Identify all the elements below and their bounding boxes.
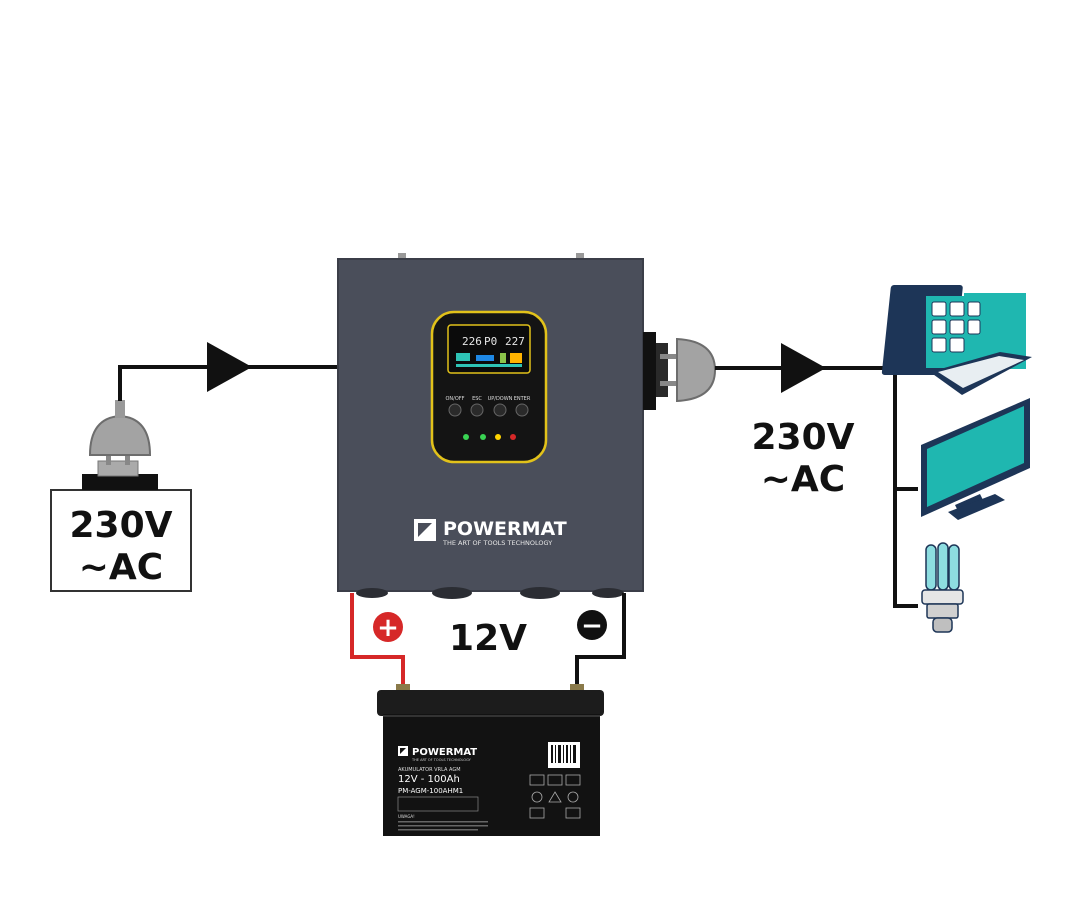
input-arrow-icon (207, 342, 252, 392)
esc-button[interactable] (470, 403, 484, 417)
inverter-brand: POWERMAT (443, 518, 567, 540)
status-led-yellow (495, 434, 501, 440)
minus-symbol: − (581, 611, 603, 641)
enter-button[interactable] (515, 403, 529, 417)
battery-line3: PM-AGM-100AHM1 (398, 787, 463, 795)
inverter-control-panel: 226 P0 227 ON/OFF ESC UP/DOWN ENTER (430, 310, 548, 464)
lcd-left-reading: 226 (462, 335, 482, 348)
button-label-onoff: ON/OFF (445, 396, 464, 402)
positive-terminal-icon: + (373, 612, 403, 643)
button-label-enter: ENTER (514, 396, 531, 402)
input-source-box: 230V ~AC (50, 489, 192, 592)
input-wire (118, 365, 338, 401)
status-led-green (463, 434, 469, 440)
inverter-logo: POWERMAT THE ART OF TOOLS TECHNOLOGY (414, 518, 567, 547)
battery-warning-heading: UWAGA! (398, 814, 415, 819)
lcd-mid-reading: P0 (484, 335, 497, 348)
negative-terminal-icon: − (577, 610, 607, 641)
battery-voltage-label: 12V (449, 618, 527, 659)
output-arrow-icon (781, 343, 826, 393)
negative-wire (575, 593, 626, 690)
lcd-right-reading: 227 (505, 335, 525, 348)
onoff-button[interactable] (448, 403, 462, 417)
button-label-esc: ESC (472, 396, 482, 402)
status-led-green-2 (480, 434, 486, 440)
battery-brand: POWERMAT (412, 747, 477, 758)
updown-button[interactable] (493, 403, 507, 417)
barcode-icon (548, 742, 580, 768)
laptop-icon (881, 285, 1032, 395)
output-type-label: ~AC (761, 459, 845, 500)
inverter-unit: 226 P0 227 ON/OFF ESC UP/DOWN ENTER (337, 253, 644, 599)
monitor-icon (921, 398, 1030, 520)
output-branch-wire (893, 368, 918, 608)
bulb-icon (921, 542, 964, 633)
battery-unit: POWERMAT THE ART OF TOOLS TECHNOLOGY AKU… (377, 684, 604, 836)
battery-warning-symbols-icon (529, 774, 581, 819)
positive-wire (350, 593, 405, 690)
button-label-updown: UP/DOWN (488, 396, 513, 402)
battery-tagline: THE ART OF TOOLS TECHNOLOGY (411, 758, 472, 762)
status-led-red (510, 434, 516, 440)
battery-line1: AKUMULATOR VRLA AGM (398, 767, 461, 773)
output-plug-icon (643, 332, 717, 410)
input-type-label: ~AC (79, 547, 163, 588)
output-voltage-label: 230V (751, 417, 854, 458)
input-plug-icon (82, 400, 158, 490)
battery-line2: 12V - 100Ah (398, 774, 460, 785)
plus-symbol: + (377, 613, 399, 643)
inverter-tagline: THE ART OF TOOLS TECHNOLOGY (442, 539, 552, 547)
input-voltage-label: 230V (69, 505, 172, 546)
